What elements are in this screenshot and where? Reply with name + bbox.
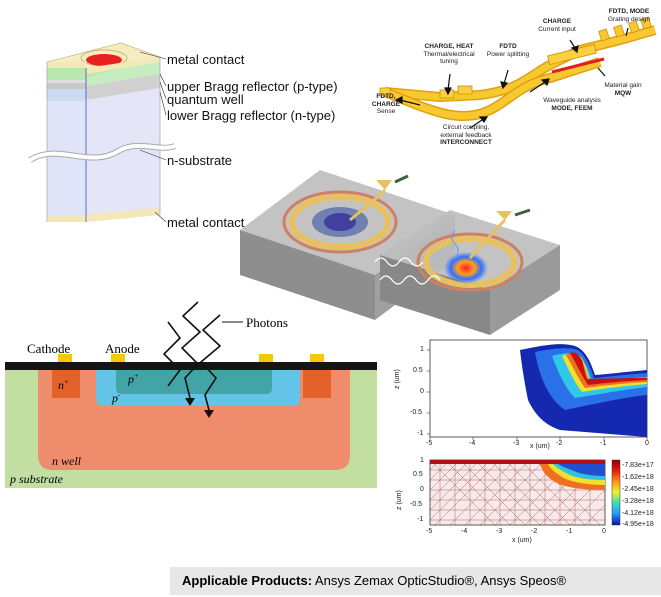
- plot-bottom-ytick: -0.5: [410, 501, 423, 508]
- plot-bottom-xtick: -3: [496, 528, 503, 535]
- colorbar-label: -2.45e+18: [622, 486, 654, 493]
- plot-top-xtick: -4: [469, 440, 476, 447]
- plot-bottom-ylabel: z (um): [396, 490, 403, 510]
- upper-bragg-label: upper Bragg reflector (p-type): [167, 79, 338, 94]
- colorbar-label: -1.62e+18: [622, 474, 654, 481]
- plot-bottom-xtick: -5: [426, 528, 433, 535]
- plot-bottom-xtick: -4: [461, 528, 468, 535]
- photons-label: Photons: [246, 315, 288, 330]
- p-substrate-label: p substrate: [10, 472, 64, 486]
- plot-top-xlabel: x (um): [530, 443, 550, 450]
- plot-top-xtick: -1: [600, 440, 607, 447]
- plot-bottom-ytick: 0.5: [413, 471, 423, 478]
- plot-top-xtick: -5: [426, 440, 433, 447]
- cathode-label: Cathode: [27, 341, 71, 356]
- applicable-products-label: Applicable Products:: [182, 573, 313, 588]
- plot-top-ytick: 1: [420, 346, 424, 353]
- pic-circuit-diagram: [379, 16, 657, 129]
- plot-top-xtick: 0: [645, 440, 649, 447]
- p-plus-label: p+: [128, 372, 139, 386]
- applicable-products-list: Ansys Zemax OpticStudio®, Ansys Speos®: [312, 573, 567, 588]
- lower-bragg-label: lower Bragg reflector (n-type): [167, 108, 336, 123]
- ring-resonator-3d: [240, 170, 560, 335]
- vcsel-diagram: [28, 42, 177, 223]
- plot-bottom-ytick: -1: [417, 516, 424, 523]
- plot-top-ytick: -0.5: [410, 409, 423, 416]
- anode-label: Anode: [105, 341, 140, 356]
- colorbar-label: -4.95e+18: [622, 521, 654, 528]
- plot-top-ytick: 0.5: [413, 367, 423, 374]
- plot-bottom-ytick: 0: [420, 486, 424, 493]
- colorbar-label: -7.83e+17: [622, 462, 654, 469]
- photodiode-diagram: [5, 301, 377, 488]
- plot-top-ytick: -1: [417, 430, 424, 437]
- plot-bottom-xtick: -2: [531, 528, 538, 535]
- n-plus-label: n+: [58, 378, 69, 392]
- plot-bottom-xtick: -1: [566, 528, 573, 535]
- n-well-label: n well: [52, 454, 81, 468]
- substrate-label: n-substrate: [167, 153, 233, 168]
- plot-bottom-xlabel: x (um): [512, 537, 532, 544]
- quantum-well-label: quantum well: [167, 92, 244, 107]
- plot-bottom: [429, 459, 621, 526]
- applicable-products-banner: Applicable Products: Ansys Zemax OpticSt…: [170, 567, 661, 595]
- plot-top: [427, 339, 648, 440]
- plot-top-ylabel: z (um): [394, 369, 401, 389]
- metal-contact-bottom-label: metal contact: [167, 215, 245, 230]
- p-minus-label: p-: [112, 391, 121, 405]
- plot-bottom-ytick: 1: [420, 457, 424, 464]
- colorbar-label: -3.28e+18: [622, 498, 654, 505]
- plot-top-ytick: 0: [420, 388, 424, 395]
- plot-top-xtick: -3: [513, 440, 520, 447]
- colorbar-label: -4.12e+18: [622, 510, 654, 517]
- plot-bottom-xtick: 0: [602, 528, 606, 535]
- metal-contact-top-label: metal contact: [167, 52, 245, 67]
- plot-top-xtick: -2: [556, 440, 563, 447]
